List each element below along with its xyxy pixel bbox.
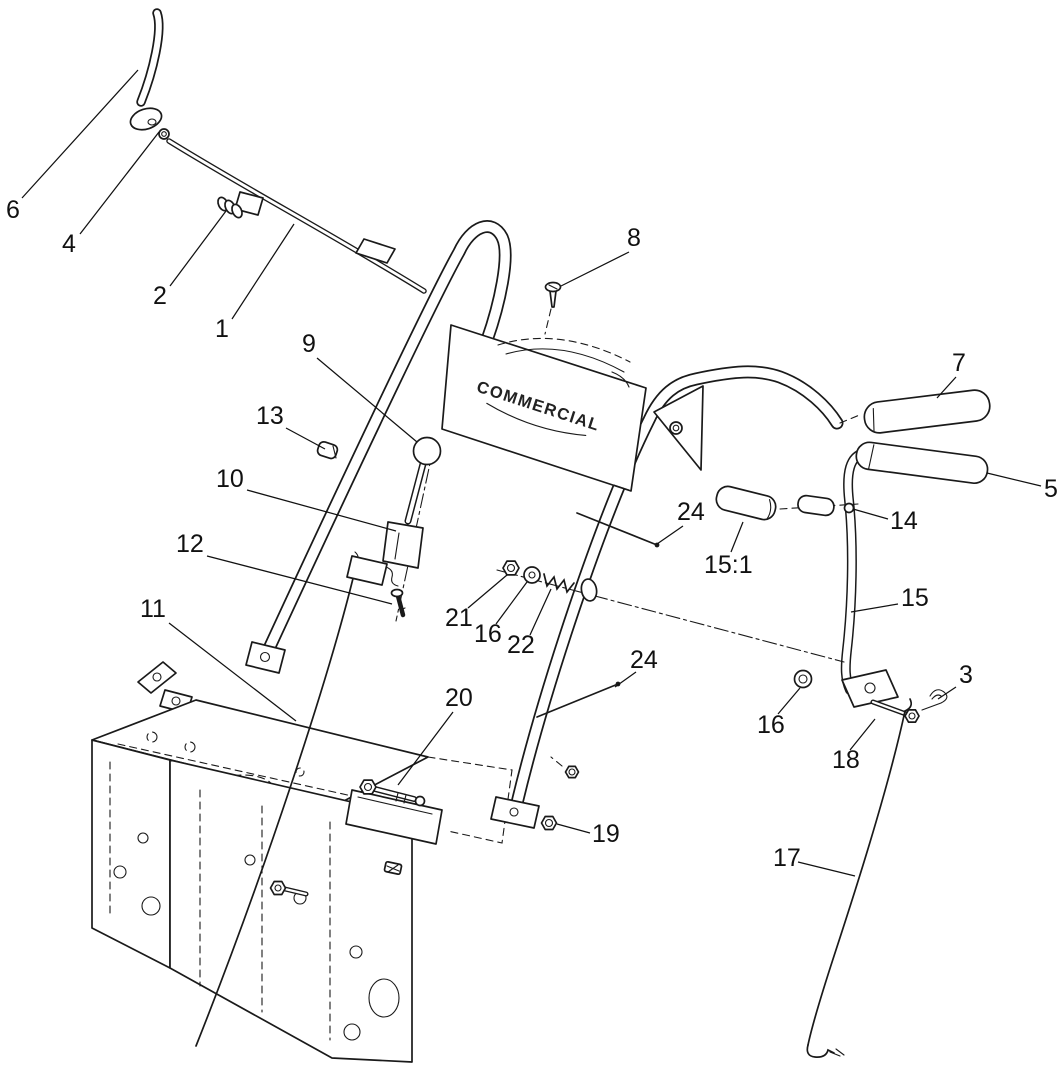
- washer-16-right: [793, 669, 813, 689]
- callout-label-12-8: 12: [176, 530, 204, 558]
- callout-label-18-23: 18: [832, 746, 860, 774]
- callout-label-6-0: 6: [6, 196, 20, 224]
- callout-leader-8-4: [560, 251, 630, 287]
- link-rod-24-upper: [576, 512, 660, 548]
- handle-left-tube: [260, 220, 512, 660]
- callout-leader-3-21: [937, 686, 957, 700]
- callout-leader-14-12: [852, 508, 889, 520]
- callout-label-10-7: 10: [216, 465, 244, 493]
- washer-16-left: [523, 566, 541, 584]
- control-panel: COMMERCIAL: [441, 324, 647, 492]
- callout-leader-16-17: [495, 581, 528, 625]
- callout-leader-20-20: [397, 711, 454, 786]
- hex-nut-21: [502, 560, 520, 576]
- callout-leader-22-18: [529, 588, 552, 636]
- callout-label-17-25: 17: [773, 844, 801, 872]
- callout-label-8-4: 8: [627, 224, 641, 252]
- callout-leader-15:1-13: [730, 521, 744, 553]
- callout-leader-4-1: [79, 131, 160, 235]
- callout-label-22-18: 22: [507, 631, 535, 659]
- callout-leader-6-0: [21, 69, 139, 199]
- left-tube-foot: [245, 641, 286, 674]
- callout-label-19-24: 19: [592, 820, 620, 848]
- hand-grip-7: [863, 389, 991, 434]
- rod-flag-bracket: [355, 238, 396, 264]
- tube-bolt: [550, 756, 580, 779]
- lower-handle-bar-15: [840, 447, 985, 695]
- control-rod-17: [806, 698, 913, 1058]
- hex-nut-19: [540, 815, 558, 831]
- lever-bracket-10: [382, 521, 424, 569]
- callout-label-15:1-13: 15:1: [704, 551, 753, 579]
- callout-label-15-14: 15: [901, 584, 929, 612]
- control-rod-1: [166, 138, 427, 294]
- callout-label-2-2: 2: [153, 282, 167, 310]
- callout-leader-5-11: [986, 472, 1042, 487]
- spacer-13: [316, 441, 339, 460]
- callout-label-4-1: 4: [62, 230, 76, 258]
- callout-leader-19-24: [556, 823, 591, 834]
- callout-leader-1-3: [231, 223, 295, 320]
- callout-label-16-22: 16: [757, 711, 785, 739]
- engagement-axis-line: [496, 569, 845, 663]
- callout-leader-13-6: [285, 427, 326, 450]
- callout-label-13-6: 13: [256, 402, 284, 430]
- callout-leader-2-2: [169, 210, 227, 287]
- control-lever-6: [129, 8, 164, 131]
- callout-leader-24-15: [656, 525, 684, 545]
- callout-label-7-10: 7: [952, 349, 966, 377]
- callout-label-1-3: 1: [215, 315, 229, 343]
- callout-label-14-12: 14: [890, 507, 918, 535]
- callout-label-5-11: 5: [1044, 475, 1058, 503]
- callout-label-21-16: 21: [445, 604, 473, 632]
- tube-collar: [580, 578, 598, 602]
- lock-nut-4: [158, 128, 170, 140]
- frame-assembly: [91, 661, 513, 1063]
- grip-sleeve-15-1: [715, 485, 777, 521]
- panel-screw-8: [544, 281, 562, 335]
- callout-leader-7-10: [936, 376, 957, 399]
- right-tube-foot: [490, 796, 540, 829]
- callout-label-3-21: 3: [959, 661, 973, 689]
- callout-leader-15-14: [850, 603, 899, 613]
- callout-label-24-15: 24: [677, 498, 705, 526]
- bar-bracket: [841, 669, 899, 708]
- cotter-pin-3: [921, 689, 948, 711]
- hand-grip-5: [855, 441, 989, 485]
- shift-knob-9: [412, 436, 442, 466]
- grip-alignment-dash: [839, 413, 863, 424]
- callout-label-24-19: 24: [630, 646, 658, 674]
- carriage-bolt-12: [390, 588, 406, 618]
- callout-label-11-9: 11: [140, 595, 166, 623]
- frame-side-bolt: [269, 880, 309, 897]
- clevis-pin-14: [797, 494, 855, 517]
- callout-leader-11-9: [168, 622, 297, 722]
- handle-right-tube: [510, 365, 844, 810]
- handle-gusset-plate: [653, 385, 704, 471]
- callout-leader-12-8: [206, 555, 393, 605]
- callout-leader-21-16: [467, 574, 508, 609]
- callout-leader-10-7: [246, 489, 397, 532]
- callout-label-9-5: 9: [302, 330, 316, 358]
- callout-label-20-20: 20: [445, 684, 473, 712]
- shift-lever-assembly: [346, 436, 442, 618]
- carriage-bolt-20: [359, 779, 426, 807]
- spring-2: [217, 191, 264, 219]
- callout-leader-9-5: [316, 357, 418, 443]
- bolt-18: [870, 699, 920, 723]
- frame-clip: [383, 860, 403, 876]
- spring-22: [543, 573, 575, 594]
- callout-leader-24-19: [614, 671, 637, 688]
- callout-leader-16-22: [777, 687, 801, 715]
- callout-leader-17-25: [797, 861, 856, 877]
- callout-leader-18-23: [849, 718, 876, 751]
- callout-label-16-17: 16: [474, 620, 502, 648]
- mount-bracket: [345, 789, 443, 845]
